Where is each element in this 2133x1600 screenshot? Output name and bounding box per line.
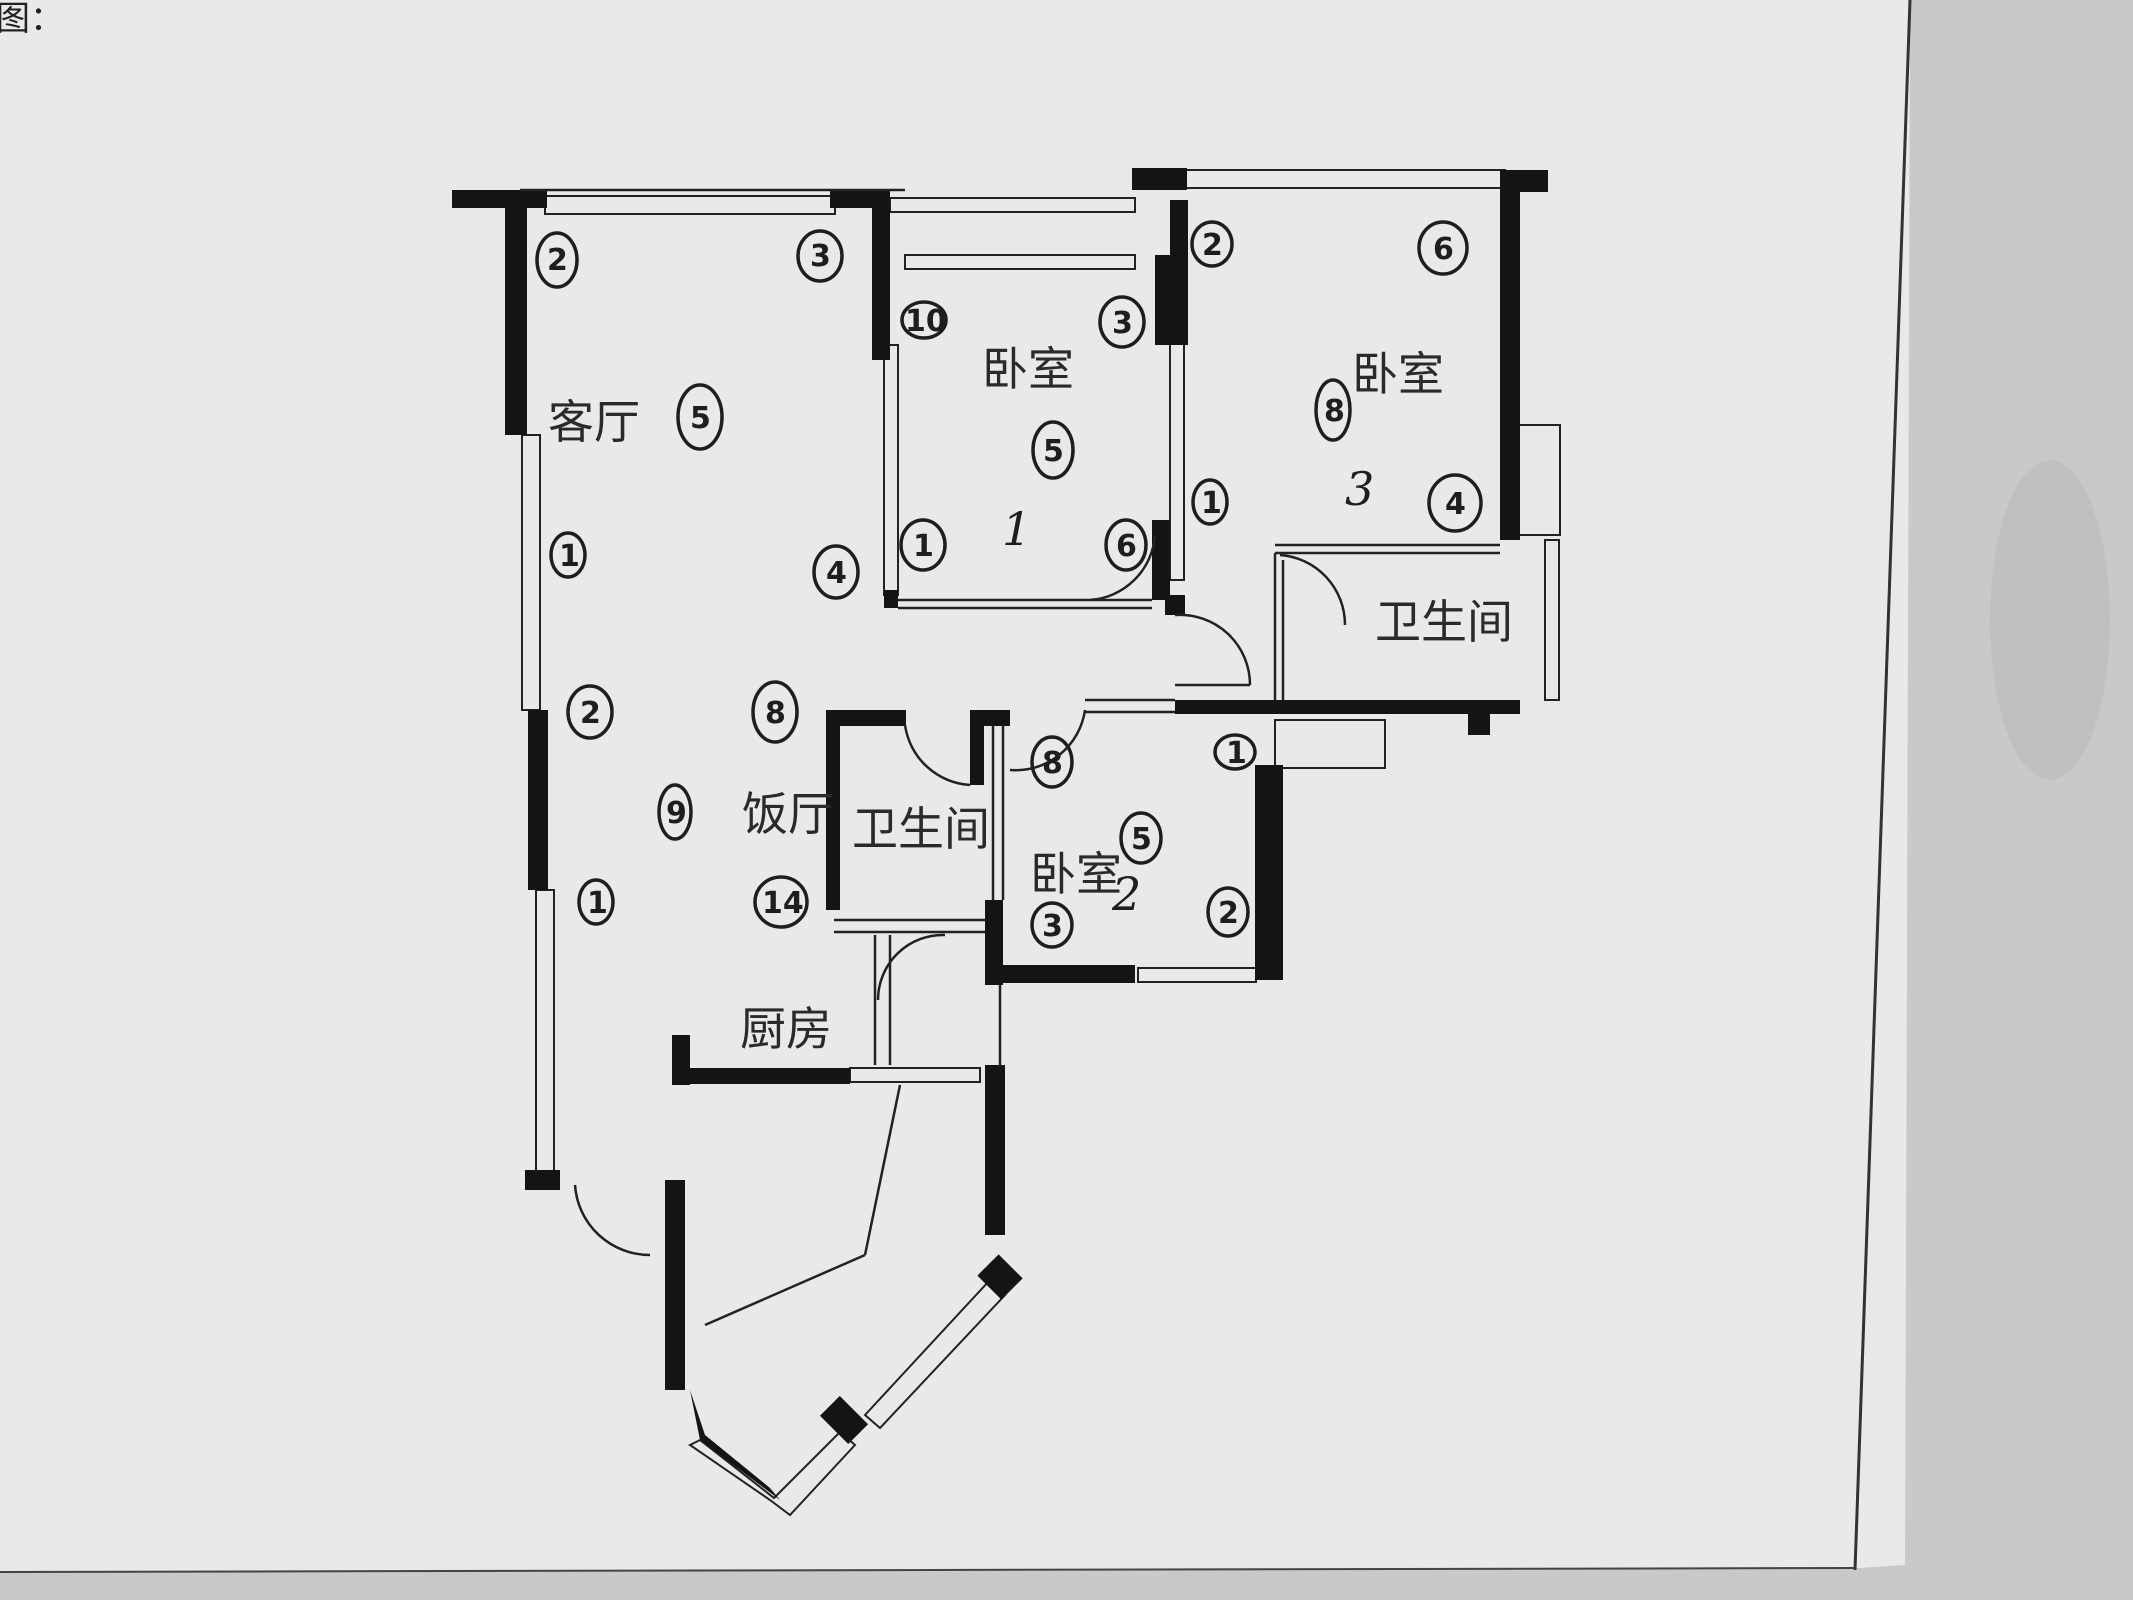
mark-bedroom1-3: 1: [899, 518, 947, 572]
mark-label: 3: [810, 239, 831, 274]
mark-living-9: 14: [753, 875, 809, 929]
mark-label: 2: [580, 696, 601, 731]
mark-bedroom2-2: 5: [1119, 811, 1163, 865]
mark-label: 5: [1043, 434, 1064, 469]
circled-marks: 2 3 5 1 4 2 8 9 1 14 10 3 5 1 6 2 6 8 1 …: [535, 220, 1483, 949]
room-label-bathroom-right: 卫生间: [1375, 595, 1513, 649]
mark-living-3: 1: [549, 531, 587, 579]
mark-label: 6: [1116, 529, 1137, 564]
bedroom-numbers: 1 2 3: [1002, 462, 1374, 921]
mark-bedroom3-2: 8: [1314, 378, 1352, 442]
mark-label: 2: [547, 243, 568, 278]
room-label-bedroom-3: 卧室: [1352, 347, 1444, 401]
mark-label: 1: [1226, 736, 1247, 771]
door-swings: [573, 534, 1347, 1257]
mark-label: 1: [587, 886, 608, 921]
mark-bedroom2-0: 8: [1030, 735, 1074, 789]
room-labels: 客厅 饭厅 厨房 卧室 卧室 卧室 卫生间 卫生间: [548, 342, 1513, 1056]
mark-bedroom1-1: 3: [1098, 295, 1146, 349]
corner-text: 图：: [0, 0, 64, 39]
paper-shadow: [1990, 460, 2110, 780]
mark-living-2: 5: [676, 383, 724, 451]
mark-label: 14: [762, 886, 804, 921]
mark-bedroom1-0: 10: [900, 300, 948, 340]
room-label-bedroom-1: 卧室: [982, 342, 1074, 396]
mark-living-7: 9: [657, 783, 693, 841]
paper-border-bottom: [0, 1567, 1856, 1573]
room-label-bedroom-2: 卧室: [1030, 847, 1122, 901]
mark-bedroom1-4: 6: [1104, 518, 1148, 572]
mark-label: 9: [666, 796, 687, 831]
mark-bedroom3-0: 2: [1190, 220, 1234, 268]
mark-bedroom2-4: 2: [1206, 886, 1250, 938]
mark-label: 2: [1202, 228, 1223, 263]
room-label-kitchen: 厨房: [740, 1002, 832, 1056]
mark-living-4: 4: [812, 544, 860, 600]
mark-label: 1: [559, 539, 580, 574]
mark-label: 1: [913, 529, 934, 564]
paper-border-right: [1853, 0, 1912, 1571]
mark-bedroom3-4: 4: [1427, 473, 1483, 533]
mark-bedroom2-1: 1: [1213, 733, 1257, 771]
bedroom-number-2: 2: [1111, 867, 1141, 921]
mark-label: 1: [1201, 486, 1222, 521]
mark-bedroom3-3: 1: [1191, 478, 1229, 526]
room-label-living: 客厅: [548, 395, 640, 449]
mark-bedroom1-2: 5: [1031, 420, 1075, 480]
walls: [452, 168, 1548, 1500]
mark-label: 5: [690, 401, 711, 436]
mark-living-8: 1: [577, 878, 615, 926]
bedroom-number-3: 3: [1345, 462, 1374, 516]
mark-living-0: 2: [535, 231, 579, 289]
mark-label: 2: [1218, 896, 1239, 931]
mark-living-1: 3: [796, 229, 844, 283]
mark-bedroom2-3: 3: [1030, 901, 1074, 949]
mark-label: 4: [1445, 487, 1466, 522]
mark-label: 4: [826, 556, 847, 591]
paper-sheet: [0, 0, 1910, 1572]
room-label-dining: 饭厅: [742, 787, 834, 841]
thin-walls: [520, 188, 1500, 1327]
mark-bedroom3-1: 6: [1417, 220, 1469, 276]
bedroom-number-1: 1: [1002, 502, 1031, 556]
mark-label: 5: [1131, 822, 1152, 857]
mark-label: 3: [1042, 909, 1063, 944]
mark-living-5: 2: [566, 684, 614, 740]
mark-label: 10: [905, 304, 947, 339]
mark-label: 8: [1042, 746, 1063, 781]
mark-label: 8: [765, 696, 786, 731]
room-label-bathroom-left: 卫生间: [852, 802, 990, 856]
mark-label: 8: [1324, 394, 1345, 429]
mark-label: 6: [1433, 232, 1454, 267]
mark-living-6: 8: [751, 680, 799, 744]
mark-label: 3: [1112, 306, 1133, 341]
